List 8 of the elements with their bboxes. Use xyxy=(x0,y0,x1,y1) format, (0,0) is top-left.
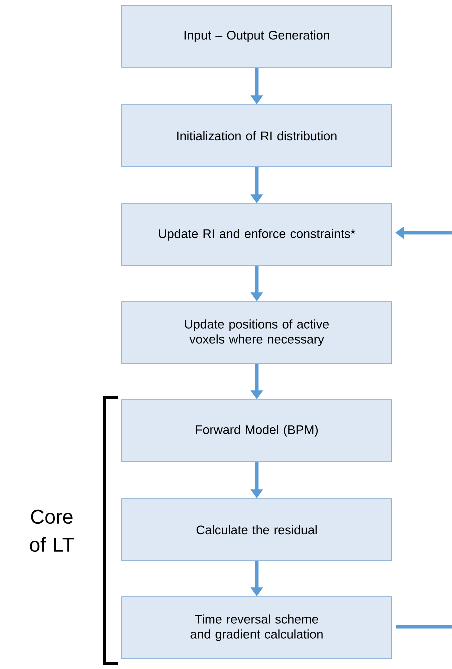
process-box: Initialization of RI distribution xyxy=(122,104,392,168)
process-box: Input – Output Generation xyxy=(122,5,392,68)
process-box: Calculate the residual xyxy=(122,498,392,562)
bracket-label: Core of LT xyxy=(30,510,74,552)
process-box: Time reversal scheme and gradient calculation xyxy=(122,596,392,660)
process-box: Update positions of active voxels where necessary xyxy=(122,302,392,364)
process-box: Update RI and enforce constraints* xyxy=(122,204,392,266)
process-box: Forward Model (BPM) xyxy=(122,400,392,462)
